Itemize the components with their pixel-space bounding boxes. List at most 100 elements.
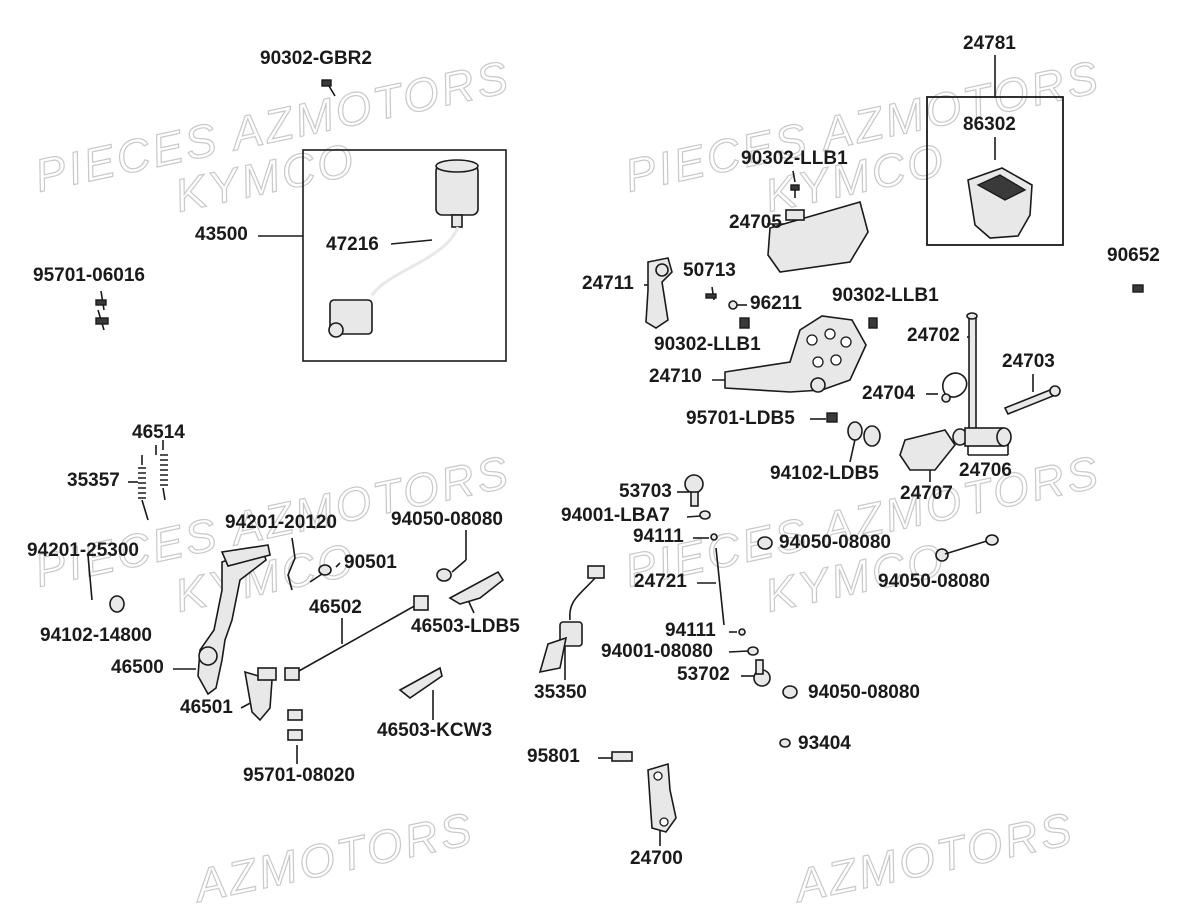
part-95701-06016-bolts (95, 290, 109, 331)
label-p-90302-llb1-b: 90302-LLB1 (832, 285, 939, 306)
label-p-93404: 93404 (798, 733, 851, 754)
part-95701-ldb5-bolt (826, 412, 838, 423)
label-p-46500: 46500 (111, 657, 164, 678)
part-35350-switch (538, 565, 605, 674)
label-p-53703: 53703 (619, 481, 672, 502)
part-24705-cover (767, 201, 869, 273)
label-p-53702: 53702 (677, 664, 730, 685)
label-p-24781: 24781 (963, 33, 1016, 54)
leader-lines (128, 55, 1034, 846)
label-p-95701-ldb5: 95701-LDB5 (686, 408, 795, 429)
label-p-94102-ldb5: 94102-LDB5 (770, 463, 879, 484)
part-94050-08080-d-nut (782, 685, 798, 699)
label-p-24703: 24703 (1002, 351, 1055, 372)
part-90652-bolt (1132, 284, 1144, 293)
part-24710-plate (724, 315, 867, 393)
label-p-24705: 24705 (729, 212, 782, 233)
part-90302-gbr2-bolt (321, 79, 336, 97)
part-94102-ldb5-washers (847, 421, 881, 447)
part-90302-llb1-c-bolt (739, 317, 750, 329)
label-p-94050-08080-b: 94050-08080 (779, 532, 891, 553)
label-p-24721: 24721 (634, 571, 687, 592)
label-p-24707: 24707 (900, 483, 953, 504)
part-46503-kcw3-bracket (398, 666, 443, 699)
part-96211-washer (728, 300, 738, 310)
label-p-24706: 24706 (959, 460, 1012, 481)
label-p-47216: 47216 (326, 234, 379, 255)
part-94111-a-clip (710, 533, 718, 541)
part-53703-joint (684, 474, 704, 507)
label-p-46503-ldb5: 46503-LDB5 (411, 616, 520, 637)
part-46502-rod (284, 595, 429, 681)
label-p-24702: 24702 (907, 325, 960, 346)
part-94201-25300-pin (87, 554, 93, 601)
label-p-46514: 46514 (132, 422, 185, 443)
label-p-90302-gbr2: 90302-GBR2 (260, 48, 372, 69)
label-p-94111-a: 94111 (633, 526, 684, 547)
part-46503-ldb5-bracket (448, 570, 505, 605)
part-86302-shift-knob (967, 167, 1033, 239)
label-p-24704: 24704 (862, 383, 915, 404)
label-p-46502: 46502 (309, 597, 362, 618)
label-p-90652: 90652 (1107, 245, 1160, 266)
label-p-86302: 86302 (963, 114, 1016, 135)
part-50713-pin (705, 286, 717, 301)
label-p-24700: 24700 (630, 848, 683, 869)
part-24700-arm (647, 762, 677, 833)
label-p-94201-25300: 94201-25300 (27, 540, 139, 561)
label-p-90302-llb1-c: 90302-LLB1 (654, 334, 761, 355)
part-94050-08080-a-nut (436, 559, 467, 582)
label-p-95701-06016: 95701-06016 (33, 265, 145, 286)
label-p-94111-b: 94111 (665, 620, 716, 641)
label-p-90302-llb1-a: 90302-LLB1 (741, 148, 848, 169)
label-p-50713: 50713 (683, 260, 736, 281)
label-p-94050-08080-d: 94050-08080 (808, 682, 920, 703)
label-p-90501: 90501 (344, 552, 397, 573)
part-95801-bolt (611, 751, 633, 762)
label-p-24710: 24710 (649, 366, 702, 387)
part-24707-bracket (899, 429, 956, 471)
part-24706-collar (952, 427, 1012, 447)
label-p-94001-08080: 94001-08080 (601, 641, 713, 662)
part-94111-b-clip (738, 628, 746, 636)
part-24702-shaft (966, 312, 978, 436)
label-p-94050-08080-c: 94050-08080 (878, 571, 990, 592)
part-94050-08080-c-bolt (935, 534, 999, 562)
part-94001-lba7-nut (699, 510, 711, 520)
part-46501-lever (243, 667, 277, 722)
label-p-96211: 96211 (750, 293, 802, 314)
part-24703-shaft (1003, 385, 1061, 416)
part-24704-spring (941, 372, 968, 403)
part-90302-llb1-a-bolt (790, 184, 800, 198)
label-p-94001-lba7: 94001-LBA7 (561, 505, 670, 526)
label-p-94102-14800: 94102-14800 (40, 625, 152, 646)
label-p-46501: 46501 (180, 697, 233, 718)
assembly-box-43500 (302, 149, 507, 362)
part-24711-arm (645, 257, 673, 329)
label-p-94050-08080-a: 94050-08080 (391, 509, 503, 530)
part-47216-reservoir (328, 159, 479, 338)
part-53702-joint (753, 659, 771, 687)
part-94102-14800-washer (109, 595, 125, 613)
part-35357-spring (138, 455, 149, 521)
label-p-24711: 24711 (582, 273, 634, 294)
part-90302-llb1-b-bolt (868, 317, 878, 329)
part-46500-pedal (197, 544, 271, 696)
part-94001-08080-nut (747, 646, 759, 656)
label-p-95801: 95801 (527, 746, 580, 767)
label-p-43500: 43500 (195, 224, 248, 245)
part-93404-pin (779, 738, 791, 748)
label-p-94201-20120: 94201-20120 (225, 512, 337, 533)
part-95701-08020-bolts (287, 709, 303, 741)
label-p-35357: 35357 (67, 470, 120, 491)
part-46514-spring (160, 440, 168, 501)
label-p-35350: 35350 (534, 682, 587, 703)
part-24721-rod (715, 547, 725, 626)
part-94050-08080-b-nut (757, 536, 773, 550)
label-p-46503-kcw3: 46503-KCW3 (377, 720, 493, 741)
label-p-95701-08020: 95701-08020 (243, 765, 355, 786)
part-94201-20120-pin (287, 537, 296, 591)
part-90501-washer (309, 564, 332, 583)
